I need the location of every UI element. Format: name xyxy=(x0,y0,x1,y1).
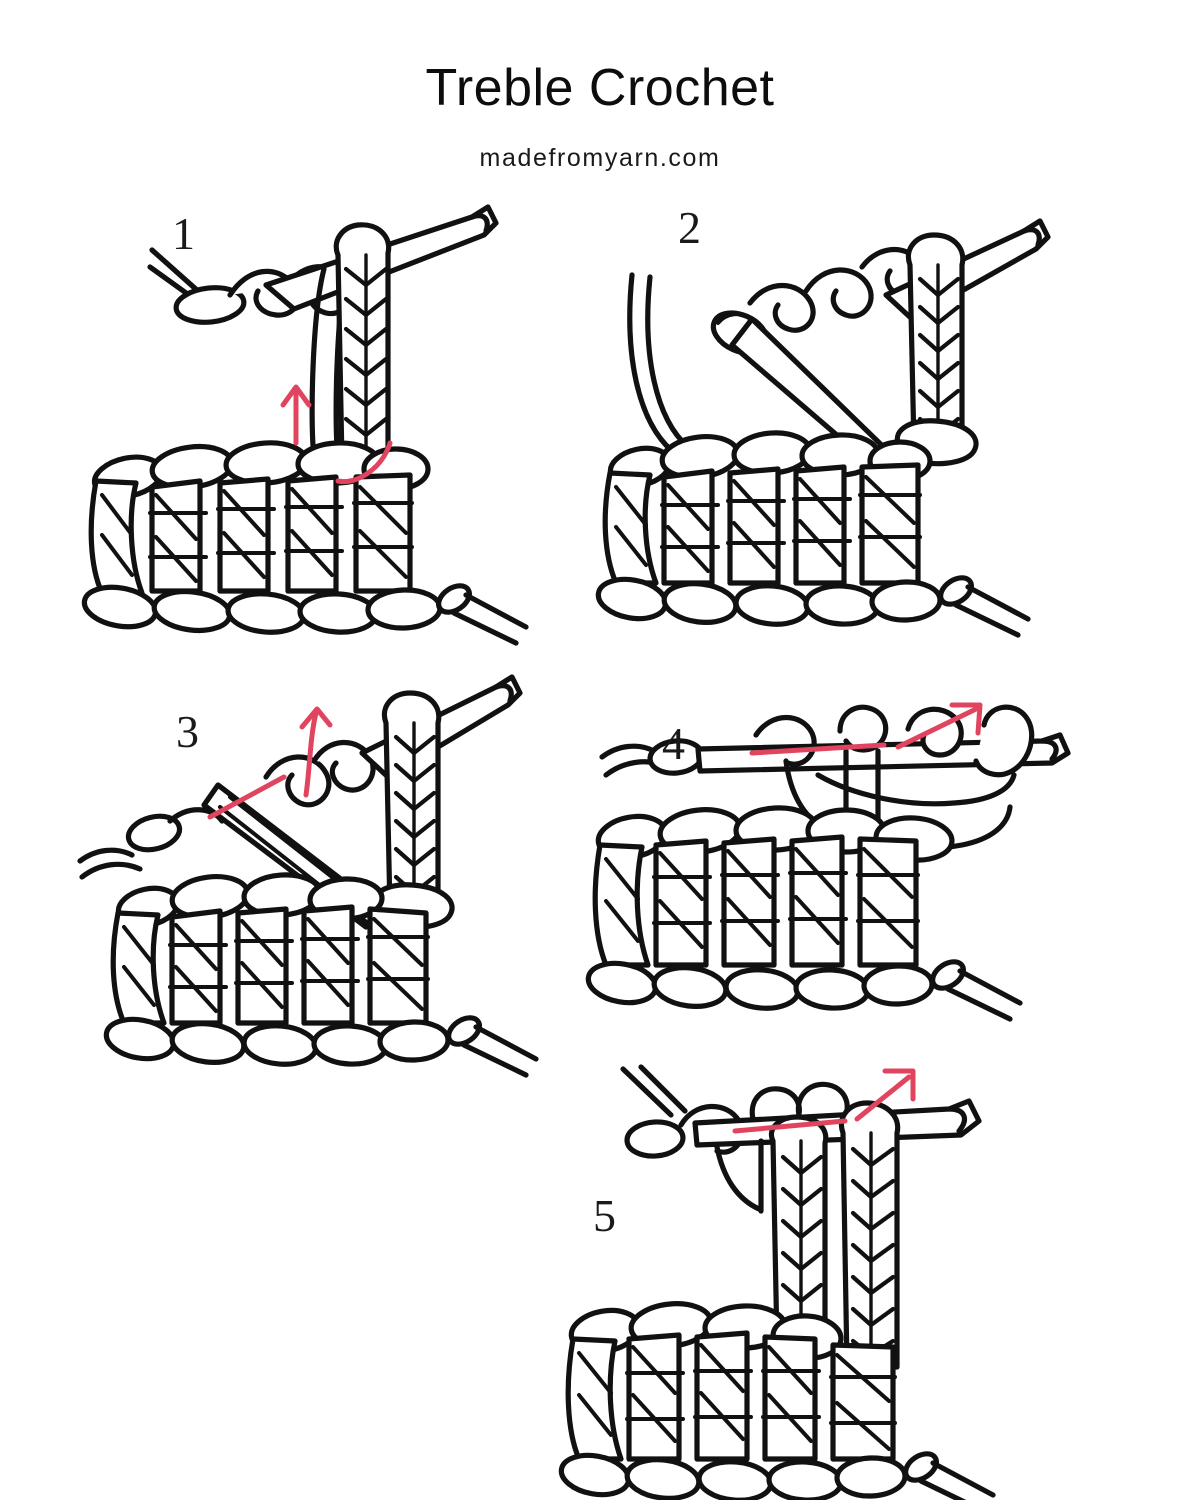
step-number-5: 5 xyxy=(593,1190,616,1241)
step-3-illustration xyxy=(77,674,539,1078)
insert-arrow-head xyxy=(280,384,312,408)
step-5-illustration xyxy=(558,1064,996,1500)
pull-through-arrow-shaft xyxy=(895,706,979,750)
pull-through-arrow-head xyxy=(299,706,333,730)
step-panel-3: 3 xyxy=(70,665,560,1085)
step-number-2: 2 xyxy=(678,202,701,253)
page-title: Treble Crochet xyxy=(425,59,775,117)
page-subtitle: madefromyarn.com xyxy=(479,144,721,172)
step-4-illustration xyxy=(585,702,1071,1022)
step-panel-4: 4 xyxy=(585,695,1100,1085)
yarn-path-curve xyxy=(335,440,393,485)
step-panel-5: 5 xyxy=(545,1045,1065,1500)
step-panel-1: 1 xyxy=(80,195,550,655)
step-panel-2: 2 xyxy=(595,195,1080,655)
hook-highlight-line xyxy=(732,1118,848,1134)
step-number-4: 4 xyxy=(662,718,685,769)
finish-arrow-shaft xyxy=(854,1074,912,1122)
step-1-illustration xyxy=(81,204,529,646)
hook-highlight-line xyxy=(749,742,887,756)
step-number-1: 1 xyxy=(172,208,195,259)
loop-highlight-line xyxy=(207,774,287,820)
pull-through-arrow-head xyxy=(949,702,983,736)
finish-arrow-head xyxy=(882,1068,916,1102)
step-number-3: 3 xyxy=(176,706,199,757)
pull-through-arrow-shaft xyxy=(303,710,319,798)
step-2-illustration xyxy=(595,218,1051,638)
